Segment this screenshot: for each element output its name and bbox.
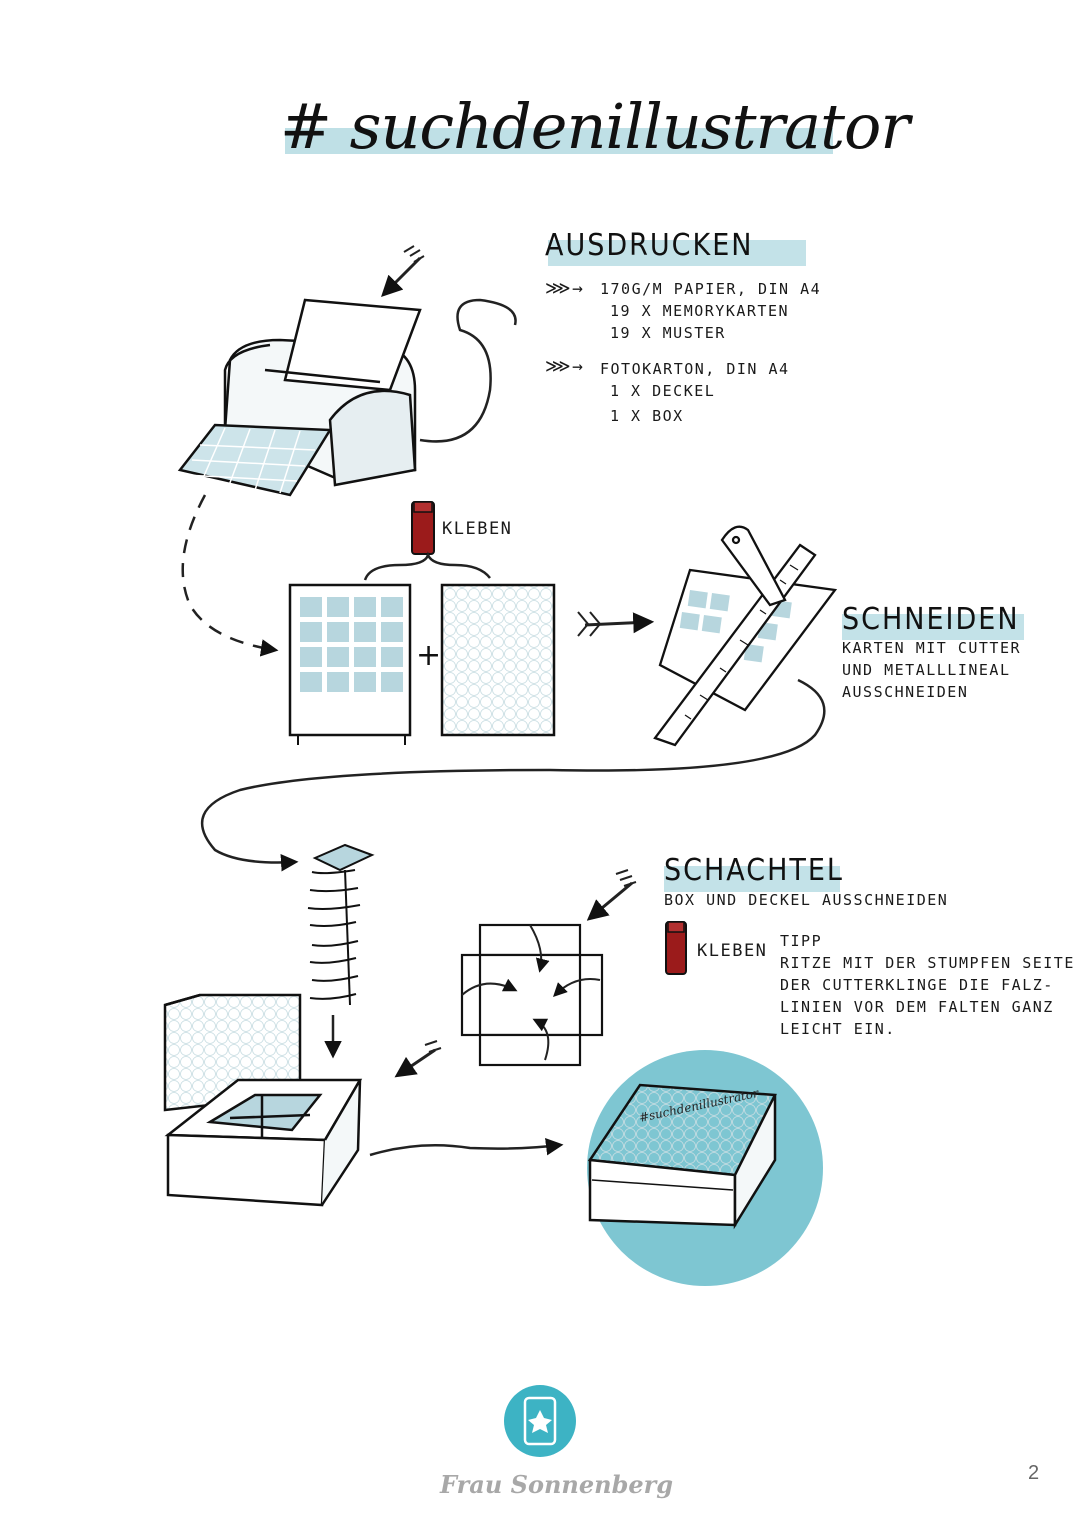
brand-name: Frau Sonnenberg	[440, 1470, 674, 1499]
list-item-line: 19 X MEMORYKARTEN	[610, 302, 790, 320]
plus-sign: +	[416, 638, 441, 673]
arrow-icon: ⋙→	[545, 278, 585, 299]
ruler-icon	[653, 543, 838, 747]
heading-highlight	[842, 614, 1024, 640]
schachtel-subline: BOX UND DECKEL AUSSCHNEIDEN	[664, 891, 949, 909]
heading-schneiden: SCHNEIDEN	[842, 602, 1020, 637]
title-block: # suchdenillustrator	[280, 90, 910, 180]
printer-cable	[419, 298, 517, 443]
schneiden-line: UND METALLLINEAL	[842, 661, 1011, 679]
bracket	[363, 551, 491, 581]
heading-highlight	[548, 240, 806, 266]
arrow-icon: ⋙→	[545, 356, 585, 377]
card-sheet	[288, 583, 412, 745]
list-item-line: 19 X MUSTER	[610, 324, 726, 342]
heading-highlight	[664, 866, 840, 892]
page-number: 2	[1028, 1462, 1040, 1484]
tipp-line: RITZE MIT DER STUMPFEN SEITE	[780, 954, 1075, 972]
logo-icon	[504, 1385, 576, 1457]
arrow-icon	[586, 869, 637, 921]
arrow-icon	[369, 1138, 564, 1157]
heading-ausdrucken: AUSDRUCKEN	[545, 228, 754, 263]
printer-icon	[177, 298, 422, 497]
box-icon	[163, 993, 363, 1207]
tipp-line: LEICHT EIN.	[780, 1020, 896, 1038]
kleben-label: KLEBEN	[442, 519, 513, 539]
glue-stick-icon	[665, 921, 687, 975]
title-highlight	[285, 128, 833, 154]
card-stack-icon	[307, 843, 375, 1006]
arrow-icon	[381, 245, 425, 297]
arrow-icon	[181, 494, 279, 657]
kleben-label: KLEBEN	[697, 941, 768, 961]
box-net	[460, 923, 604, 1067]
heading-schachtel: SCHACHTEL	[664, 853, 844, 888]
pattern-sheet	[440, 583, 556, 737]
cutter-icon	[720, 525, 787, 607]
list-item-line: 1 X BOX	[610, 407, 684, 425]
schneiden-line: AUSSCHNEIDEN	[842, 683, 969, 701]
glue-stick-icon	[411, 501, 435, 555]
arrow-icon	[200, 678, 826, 872]
list-item-line: 1 X DECKEL	[610, 382, 716, 400]
schneiden-line: KARTEN MIT CUTTER	[842, 639, 1022, 657]
box-icon	[587, 1083, 777, 1230]
tipp-line: LINIEN VOR DEM FALTEN GANZ	[780, 998, 1054, 1016]
arrow-icon	[577, 611, 655, 637]
tipp-line: DER CUTTERKLINGE DIE FALZ-	[780, 976, 1054, 994]
page-title: # suchdenillustrator	[280, 90, 910, 163]
arrow-icon	[394, 1040, 442, 1078]
list-item-line: FOTOKARTON, DIN A4	[600, 360, 790, 378]
fold-arrows	[461, 924, 601, 1061]
tipp-label: TIPP	[780, 932, 823, 950]
list-item-line: 170G/M PAPIER, DIN A4	[600, 280, 822, 298]
